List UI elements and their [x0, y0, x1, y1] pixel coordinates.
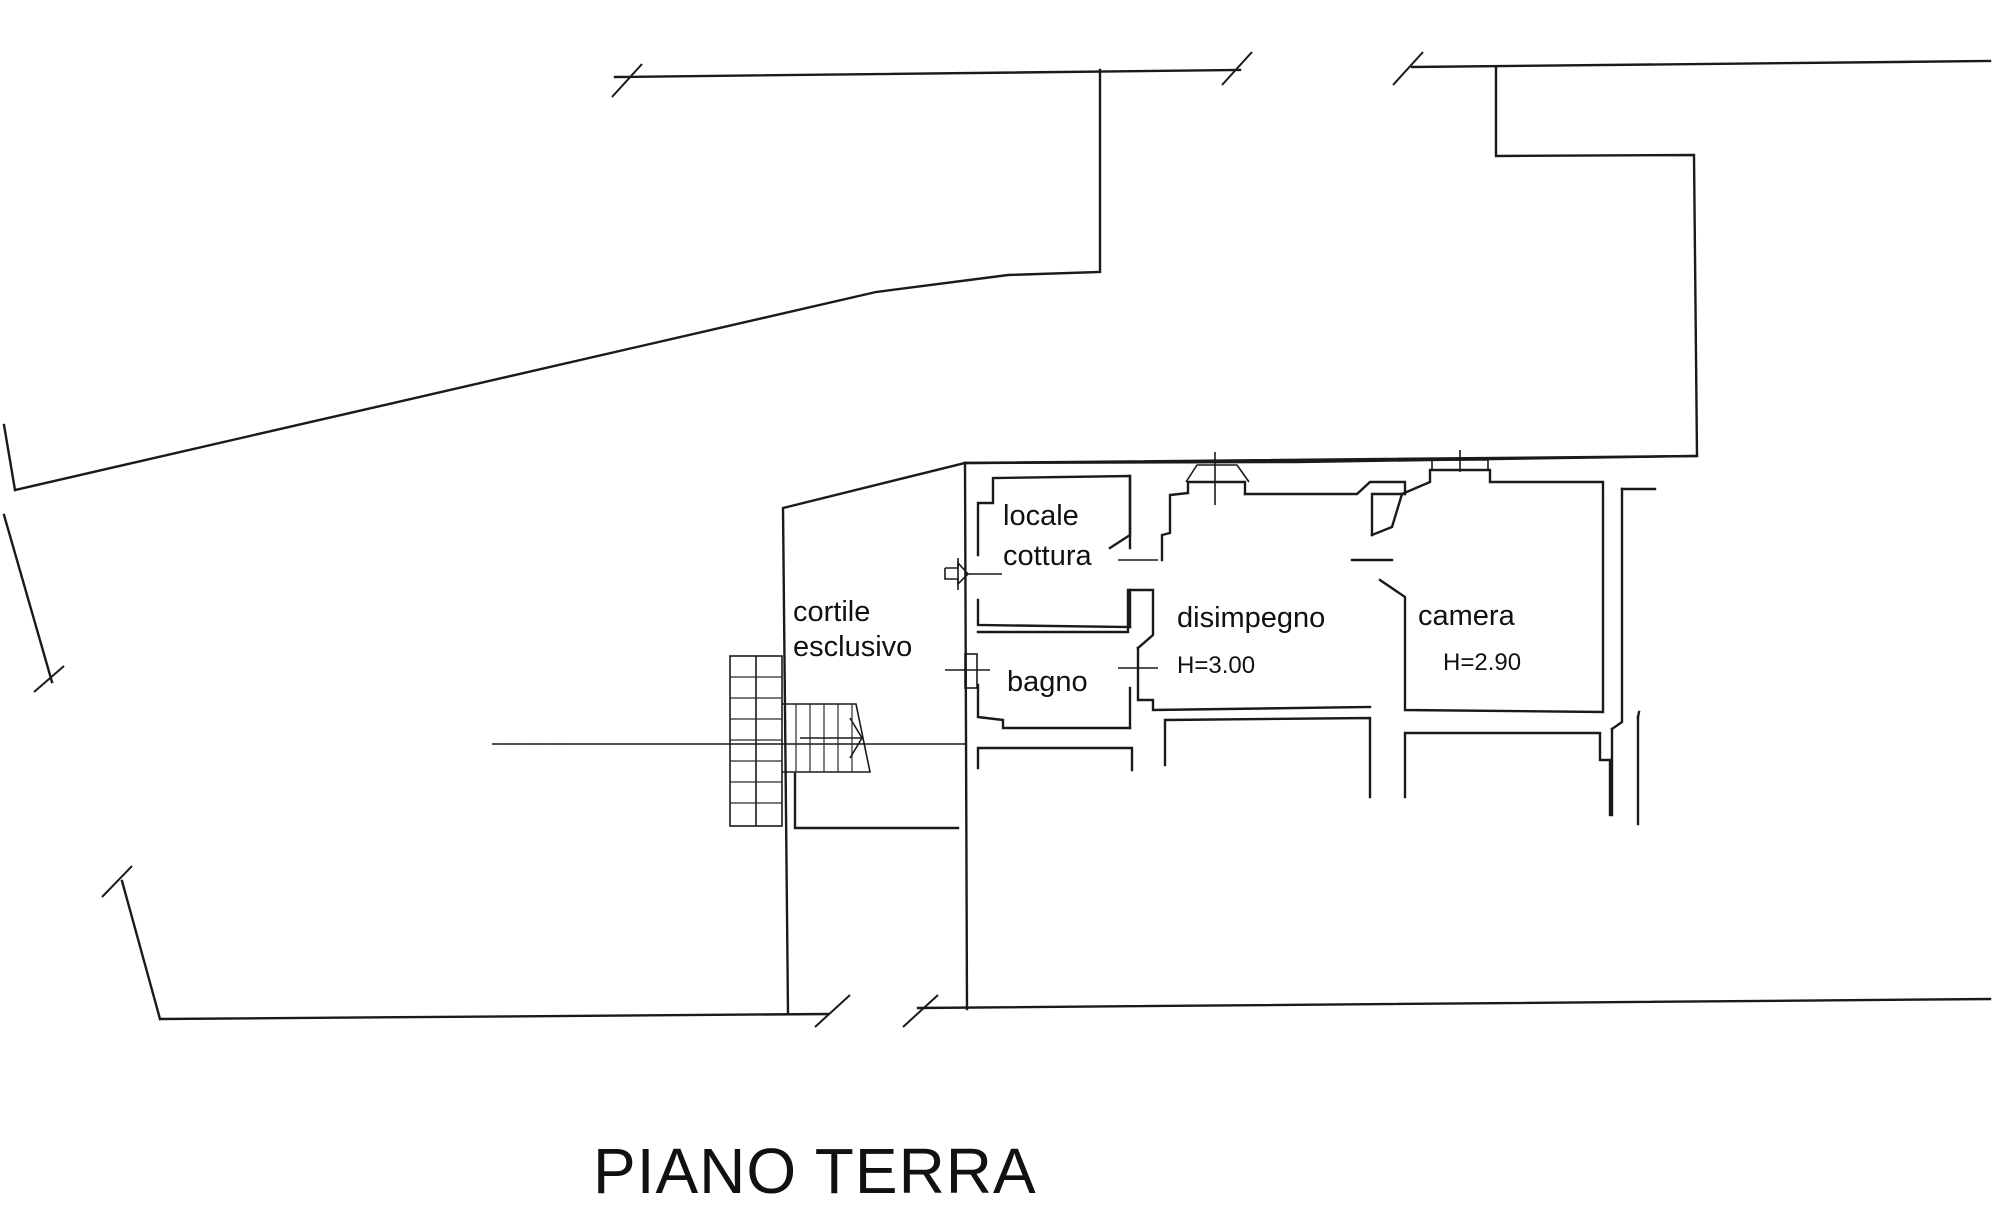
label-locale-line1: locale	[1003, 500, 1079, 532]
floor-title: PIANO TERRA	[593, 1135, 1037, 1207]
west-wall	[963, 461, 969, 1011]
room-labels: locale cottura cortile esclusivo bagno d…	[793, 500, 1521, 698]
label-bagno: bagno	[1007, 666, 1088, 698]
label-cottura-line2: cottura	[1003, 540, 1093, 572]
building-outline-left-diagonal	[2, 513, 54, 684]
courtyard-inner-wall	[793, 772, 960, 830]
building-outline-top-right	[1410, 59, 1992, 69]
south-interior-walls	[976, 746, 1134, 772]
label-disimpegno: disimpegno	[1177, 602, 1325, 634]
dwelling-walls	[944, 450, 1699, 1011]
building-outline-top-left-right-side	[13, 68, 1102, 492]
ground-boundary-bottom	[158, 1012, 830, 1021]
ground-boundary-bottom-right	[916, 997, 1992, 1010]
neighbouring-buildings	[2, 59, 1992, 1021]
bathroom-outline	[976, 588, 1155, 650]
bathroom-vent-icon	[964, 653, 978, 689]
label-camera-height: H=2.90	[1443, 649, 1521, 676]
courtyard-outline	[781, 461, 967, 1016]
ground-boundary-left-diagonal	[120, 879, 162, 1021]
bedroom-outline	[1378, 468, 1605, 714]
courtyard	[492, 461, 967, 1016]
label-camera: camera	[1418, 600, 1516, 632]
building-outline-top-left	[613, 68, 1242, 79]
break-marks	[33, 51, 1424, 1028]
label-disimpegno-height: H=3.00	[1177, 652, 1255, 679]
external-stairs	[729, 655, 871, 827]
hall-north-wall	[1160, 480, 1247, 562]
label-cortile-line1: cortile	[793, 596, 870, 628]
building-outline-top-right-shape	[963, 65, 1699, 465]
building-outline-left-edge	[2, 423, 17, 492]
label-esclusivo-line2: esclusivo	[793, 631, 912, 663]
north-wall-niche-1	[1185, 464, 1250, 483]
